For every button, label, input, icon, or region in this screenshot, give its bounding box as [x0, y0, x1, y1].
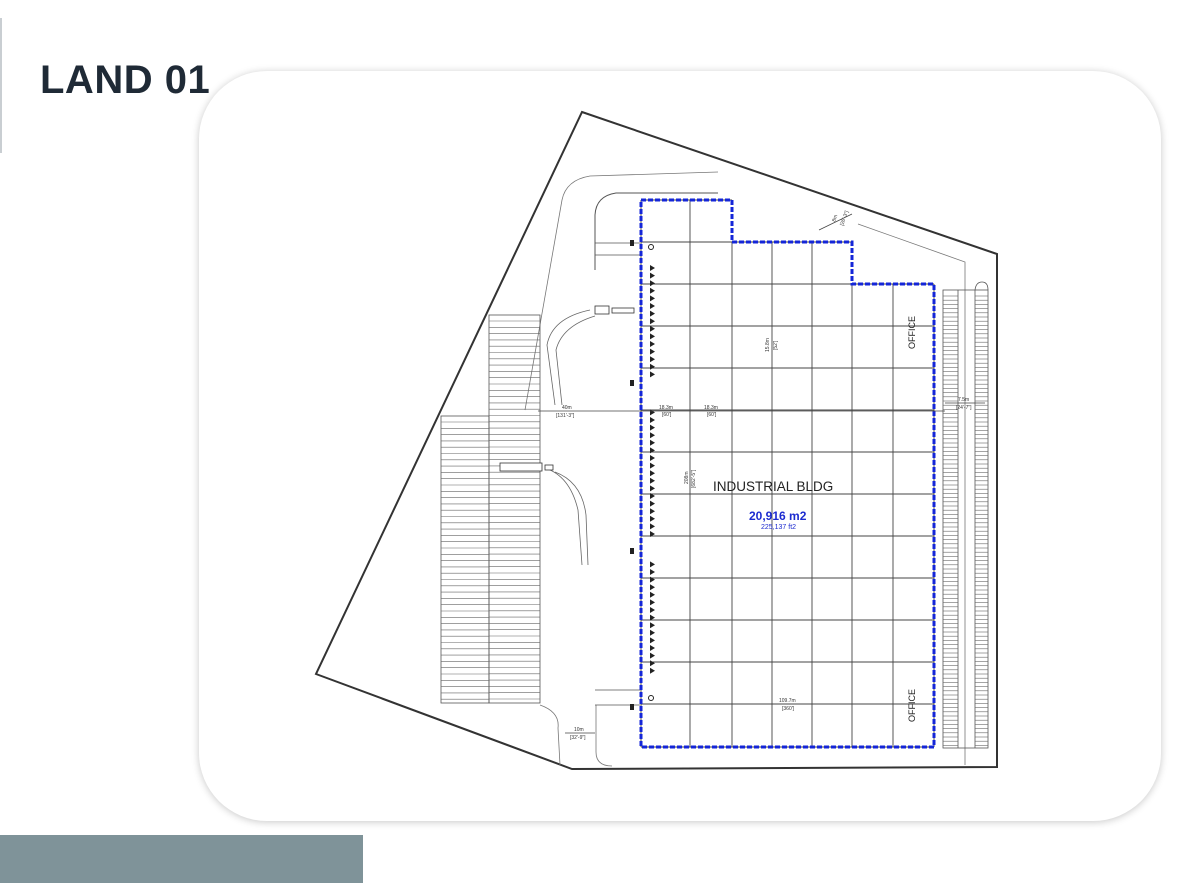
dock-door-icon [650, 356, 655, 363]
ramp-marker [630, 548, 634, 554]
dock-door-icon [650, 333, 655, 340]
office-label-bottom: OFFICE [907, 689, 917, 722]
dock-door-icon [650, 280, 655, 287]
dim-109m-ft: [360'] [782, 706, 795, 712]
building-grid [640, 199, 935, 748]
dock-door-icon [650, 531, 655, 537]
dock-door-icon [650, 477, 655, 484]
dock-door-icon [650, 272, 655, 279]
dock-door-icon [650, 310, 655, 317]
building-area-ft2: 225,137 ft2 [761, 524, 796, 531]
column-marker [648, 244, 654, 250]
dock-door-icon [650, 417, 655, 423]
page-title: LAND 01 [40, 58, 211, 102]
truck-turning-paths [499, 305, 635, 566]
dock-door-icon [650, 515, 655, 522]
dim-7-5m-ft: [24'-7"] [956, 405, 972, 411]
dock-door-icon [650, 591, 655, 598]
dock-door-icon [650, 500, 655, 507]
ramp-marker [630, 380, 634, 386]
ramp-marker [630, 240, 634, 246]
footer-accent-bar [0, 835, 363, 883]
dock-door-icon [650, 523, 655, 530]
dock-door-icon [650, 614, 655, 621]
drive-aisle-bottom [539, 704, 561, 766]
dim-10m: 10m [574, 727, 584, 733]
dock-door-icon [650, 363, 655, 370]
dock-door-icon [650, 645, 655, 651]
dim-8m-ft: [26'-3"] [839, 209, 850, 226]
dock-door-icon [650, 652, 655, 659]
dock-door-icon [650, 348, 655, 355]
dim-109m: 109.7m [779, 698, 796, 704]
dock-door-icon [650, 607, 655, 613]
dock-door-icon [650, 561, 655, 568]
dock-door-icon [650, 637, 655, 644]
dock-door-icon [650, 424, 655, 431]
drive-aisle-right [857, 223, 966, 765]
dim-8m: 8m [831, 214, 839, 223]
ramp-marker [630, 704, 634, 710]
dock-door-icon [650, 584, 655, 591]
left-parking [440, 314, 541, 704]
dock-door-icon [650, 325, 655, 332]
building-label: INDUSTRIAL BLDG [713, 479, 833, 494]
left-accent-line [0, 18, 2, 153]
dock-door-icon [650, 485, 655, 492]
dock-door-icon [650, 295, 655, 302]
dock-door-icon [650, 462, 655, 469]
dock-door-icon [650, 439, 655, 446]
dim-208m: 208m [684, 471, 690, 484]
dim-15-8m: 15.8m [765, 338, 771, 352]
dock-door-icon [650, 455, 655, 461]
dim-208m-ft: [682'-5"] [691, 469, 697, 488]
site-plan-card [199, 71, 1161, 821]
drive-aisle-outline-2 [524, 171, 719, 411]
right-parking [942, 281, 989, 749]
dock-door-icon [650, 318, 655, 325]
dock-door-icon [650, 599, 655, 606]
drive-aisle-inner-bottom [595, 705, 613, 767]
dim-7-5m: 7.5m [958, 397, 969, 403]
dim-15-8m-ft: [52'] [773, 340, 779, 350]
dock-door-icon [650, 432, 655, 439]
column-marker [648, 695, 654, 701]
building-area-m2: 20,916 m2 [749, 509, 807, 523]
dock-door-icon [650, 508, 655, 515]
dim-18m-2: 18.3m [704, 405, 718, 411]
dock-door-icon [650, 493, 655, 499]
dock-door-icon [650, 341, 655, 347]
dimension-lines [538, 213, 985, 734]
dim-18m-1: 18.3m [659, 405, 673, 411]
dock-door-icon [650, 265, 655, 271]
dim-40m-ft: [131'-3"] [556, 413, 575, 419]
dim-40m: 40m [562, 405, 572, 411]
dock-door-icon [650, 667, 655, 674]
building-outline [639, 198, 936, 749]
dock-door-icon [650, 576, 655, 583]
dock-door-icon [650, 287, 655, 294]
dock-door-icon [650, 447, 655, 454]
dock-door-icon [650, 569, 655, 575]
dock-door-icon [650, 470, 655, 477]
dim-18m-2-ft: [60'] [707, 412, 717, 418]
property-boundary [314, 110, 998, 771]
dock-door-icon [650, 629, 655, 636]
dock-door-icon [650, 371, 655, 378]
dock-door-icon [650, 622, 655, 629]
dim-10m-ft: [32'-9"] [570, 735, 586, 741]
dock-doors [630, 240, 655, 710]
dim-18m-1-ft: [60'] [662, 412, 672, 418]
office-label-top: OFFICE [907, 316, 917, 349]
dock-door-icon [650, 660, 655, 667]
dock-door-icon [650, 303, 655, 309]
drive-aisle-outline [594, 192, 718, 270]
